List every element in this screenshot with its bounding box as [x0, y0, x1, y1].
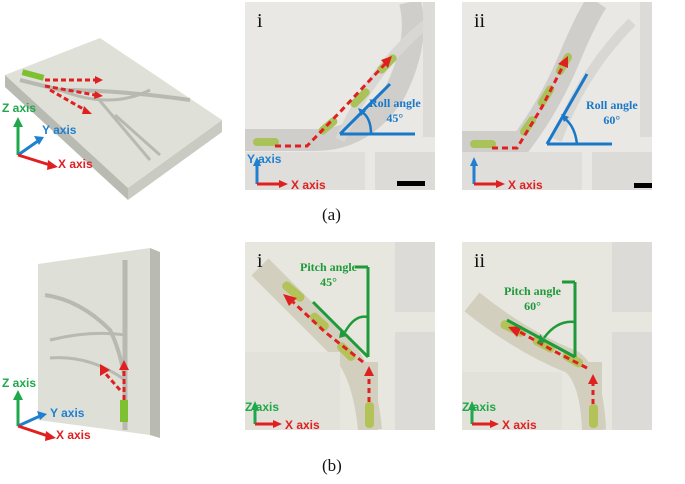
- pitch-angle-label: Pitch angle 60°: [504, 284, 561, 313]
- photo-b-ii: ii Pitch angle 60° Z axis X axis: [462, 242, 652, 430]
- photo-b-i: i Pitch angle 45° Z axis X axis: [245, 242, 435, 430]
- roll-angle-label: Roll angle 45°: [369, 96, 421, 125]
- x-axis-label: X axis: [285, 418, 320, 430]
- y-axis-label: Y axis: [50, 406, 85, 420]
- roll-angle-label: Roll angle 60°: [586, 98, 638, 127]
- model-3d-horizontal: [0, 20, 225, 210]
- pitch-angle-label: Pitch angle 45°: [300, 260, 357, 289]
- x-axis-label: X axis: [502, 418, 537, 430]
- y-axis-label: Y axis: [247, 152, 282, 166]
- z-axis-label: Z axis: [2, 101, 37, 115]
- x-axis-label: X axis: [56, 428, 91, 442]
- caption-b: (b): [322, 456, 342, 475]
- y-axis-label: Y axis: [42, 123, 77, 137]
- panel-label: ii: [474, 250, 486, 272]
- caption-a: (a): [322, 205, 341, 224]
- photo-a-i: i Roll angle 45° Y axis X axis: [245, 2, 435, 190]
- model-3d-vertical: [20, 240, 170, 440]
- panel-label: i: [257, 250, 263, 272]
- x-axis-label: X axis: [58, 157, 93, 171]
- z-axis-label: Z axis: [2, 376, 37, 390]
- x-axis-label: X axis: [291, 178, 326, 190]
- axes-triad-b: Z axis Y axis X axis: [2, 376, 100, 446]
- x-axis-label: X axis: [508, 178, 543, 190]
- z-axis-label: Z axis: [245, 400, 280, 414]
- panel-label: i: [257, 10, 263, 32]
- z-axis-label: Z axis: [462, 400, 497, 414]
- photo-a-ii: ii Roll angle 60° X axis: [462, 2, 652, 190]
- panel-label: ii: [474, 10, 486, 32]
- scale-bar: [397, 181, 425, 186]
- scale-bar: [634, 183, 652, 188]
- axes-triad-a: Z axis Y axis X axis: [2, 101, 100, 175]
